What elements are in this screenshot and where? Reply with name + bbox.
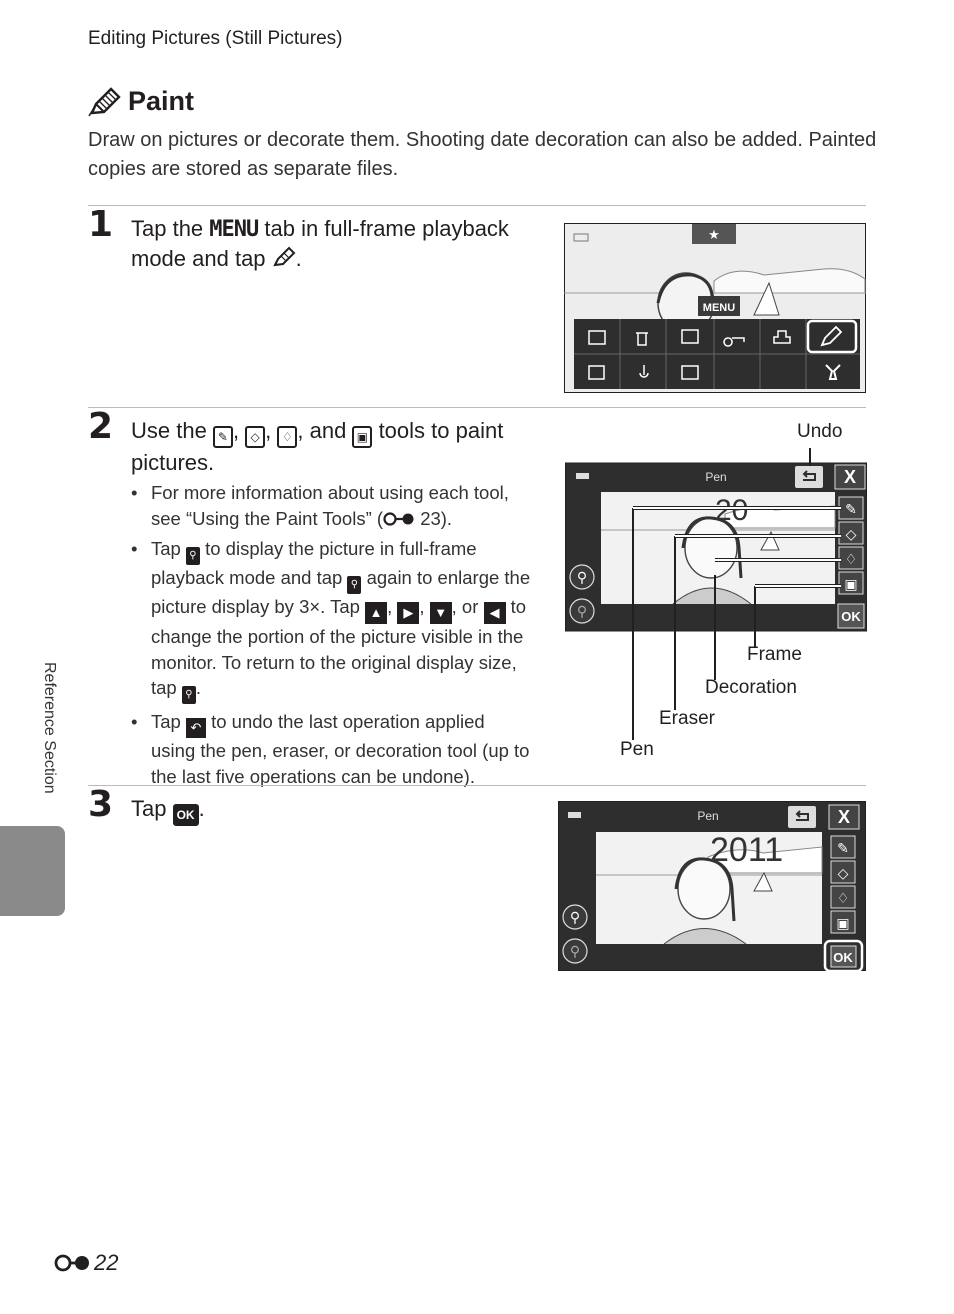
ok-icon: OK [841,609,861,624]
close-button [828,804,860,830]
zoom-in-icon: ⚲ [347,576,362,594]
pencil-icon: ✎ [845,501,857,517]
favorite-tab [692,224,736,244]
step3-text: Tap OK. [131,794,205,826]
bullet-item: Tap ↶ to undo the last operation applied… [131,709,531,789]
ok-screen-image: Pen X 2011 ⚲ ⚲ ✎ ◇ ♢ ▣ OK [558,801,866,973]
step2-text: Use the ✎, ◇, ♢, and ▣ tools to paint pi… [131,418,504,475]
frame-icon: ▣ [836,915,849,931]
undo-icon [795,810,809,821]
menu-tab-label: MENU [703,302,735,314]
print-order-icon [773,330,791,344]
right-arrow-icon: ▶ [397,602,420,624]
section-sidebar-label: Reference Section [41,662,58,794]
zoom-in-icon: ⚲ [570,909,580,925]
section-intro: Draw on pictures or decorate them. Shoot… [88,129,877,180]
bullet-item: Tap ⚲ to display the picture in full-fra… [131,536,531,704]
section-title-text: Paint [128,86,195,116]
pencil-icon: ✎ [212,426,233,448]
menu-screen-image: ★ MENU [564,223,866,393]
up-arrow-icon: ▲ [365,602,388,624]
page-footer: 22 [54,1250,118,1276]
favorites-icon [588,330,606,345]
protect-icon [723,337,745,347]
left-arrow-icon: ◀ [483,602,506,624]
callout-leader-highlights [633,506,841,588]
bullet-item: For more information about using each to… [131,480,531,531]
divider [88,407,866,408]
paint-screen-image: Pen X 20 ⚲ ⚲ ✎ ◇ ♢ ▣ OK [565,448,867,740]
callout-pen: Pen [620,739,654,760]
running-header: Editing Pictures (Still Pictures) [88,28,343,49]
menu-tab [698,296,740,316]
stamp-icon: ♢ [837,890,850,906]
voice-memo-icon [639,365,649,378]
copy-icon [681,365,699,380]
callout-leader-lines [632,448,811,740]
pencil-icon [88,86,121,116]
retouch-icon [588,365,605,380]
eraser-icon: ◇ [838,865,849,881]
slideshow-icon [681,329,699,344]
eraser-icon: ◇ [846,526,857,542]
callout-decoration: Decoration [705,677,797,698]
step-number: 2 [88,406,114,447]
eraser-icon: ◇ [245,426,266,448]
divider [88,205,866,206]
step-number: 3 [88,784,114,825]
callout-leader-edges [633,506,841,588]
undo-button [788,806,816,828]
step-number: 1 [88,204,114,245]
zoom-out-icon: ⚲ [570,943,580,959]
frame-icon: ▣ [844,576,857,592]
step2-bullets: For more information about using each to… [131,480,531,794]
section-title: Paint [88,86,194,117]
mode-label: Pen [697,809,718,823]
zoom-in-icon: ⚲ [185,547,200,565]
pencil-icon [272,246,296,267]
page-number: 22 [94,1250,119,1275]
close-icon: X [838,807,850,827]
paint-menu-button [806,319,858,354]
zoom-in-icon: ⚲ [181,686,196,704]
step1-text: Tap the MENU tab in full-frame playback … [131,216,509,271]
reference-mark-icon [383,511,414,526]
stamp-icon: ♢ [845,551,858,567]
star-icon: ★ [708,227,720,242]
down-arrow-icon: ▼ [429,602,452,624]
delete-icon [636,332,648,346]
stamp-icon: ♢ [277,426,298,448]
ok-icon: OK [833,950,853,965]
ok-icon: OK [172,804,199,826]
ok-button [837,603,865,629]
pencil-icon: ✎ [837,840,849,856]
undo-icon: ↶ [185,718,206,738]
date-stamp: 2011 [710,831,783,869]
frame-icon: ▣ [352,426,373,448]
reference-mark-icon [54,1254,89,1272]
callout-frame: Frame [747,644,802,665]
close-icon: X [844,467,856,487]
zoom-out-icon: ⚲ [577,603,587,619]
pencil-icon [820,325,843,347]
callout-eraser: Eraser [659,708,715,729]
close-button [834,464,866,490]
zoom-in-icon: ⚲ [577,569,587,585]
section-thumb-tab [0,826,65,916]
menu-glyph: MENU [209,217,259,242]
undo-button [795,466,823,488]
setup-icon [825,364,841,380]
callout-undo: Undo [797,421,843,442]
undo-icon [802,470,816,481]
mode-label: Pen [705,470,726,484]
divider [88,785,866,786]
